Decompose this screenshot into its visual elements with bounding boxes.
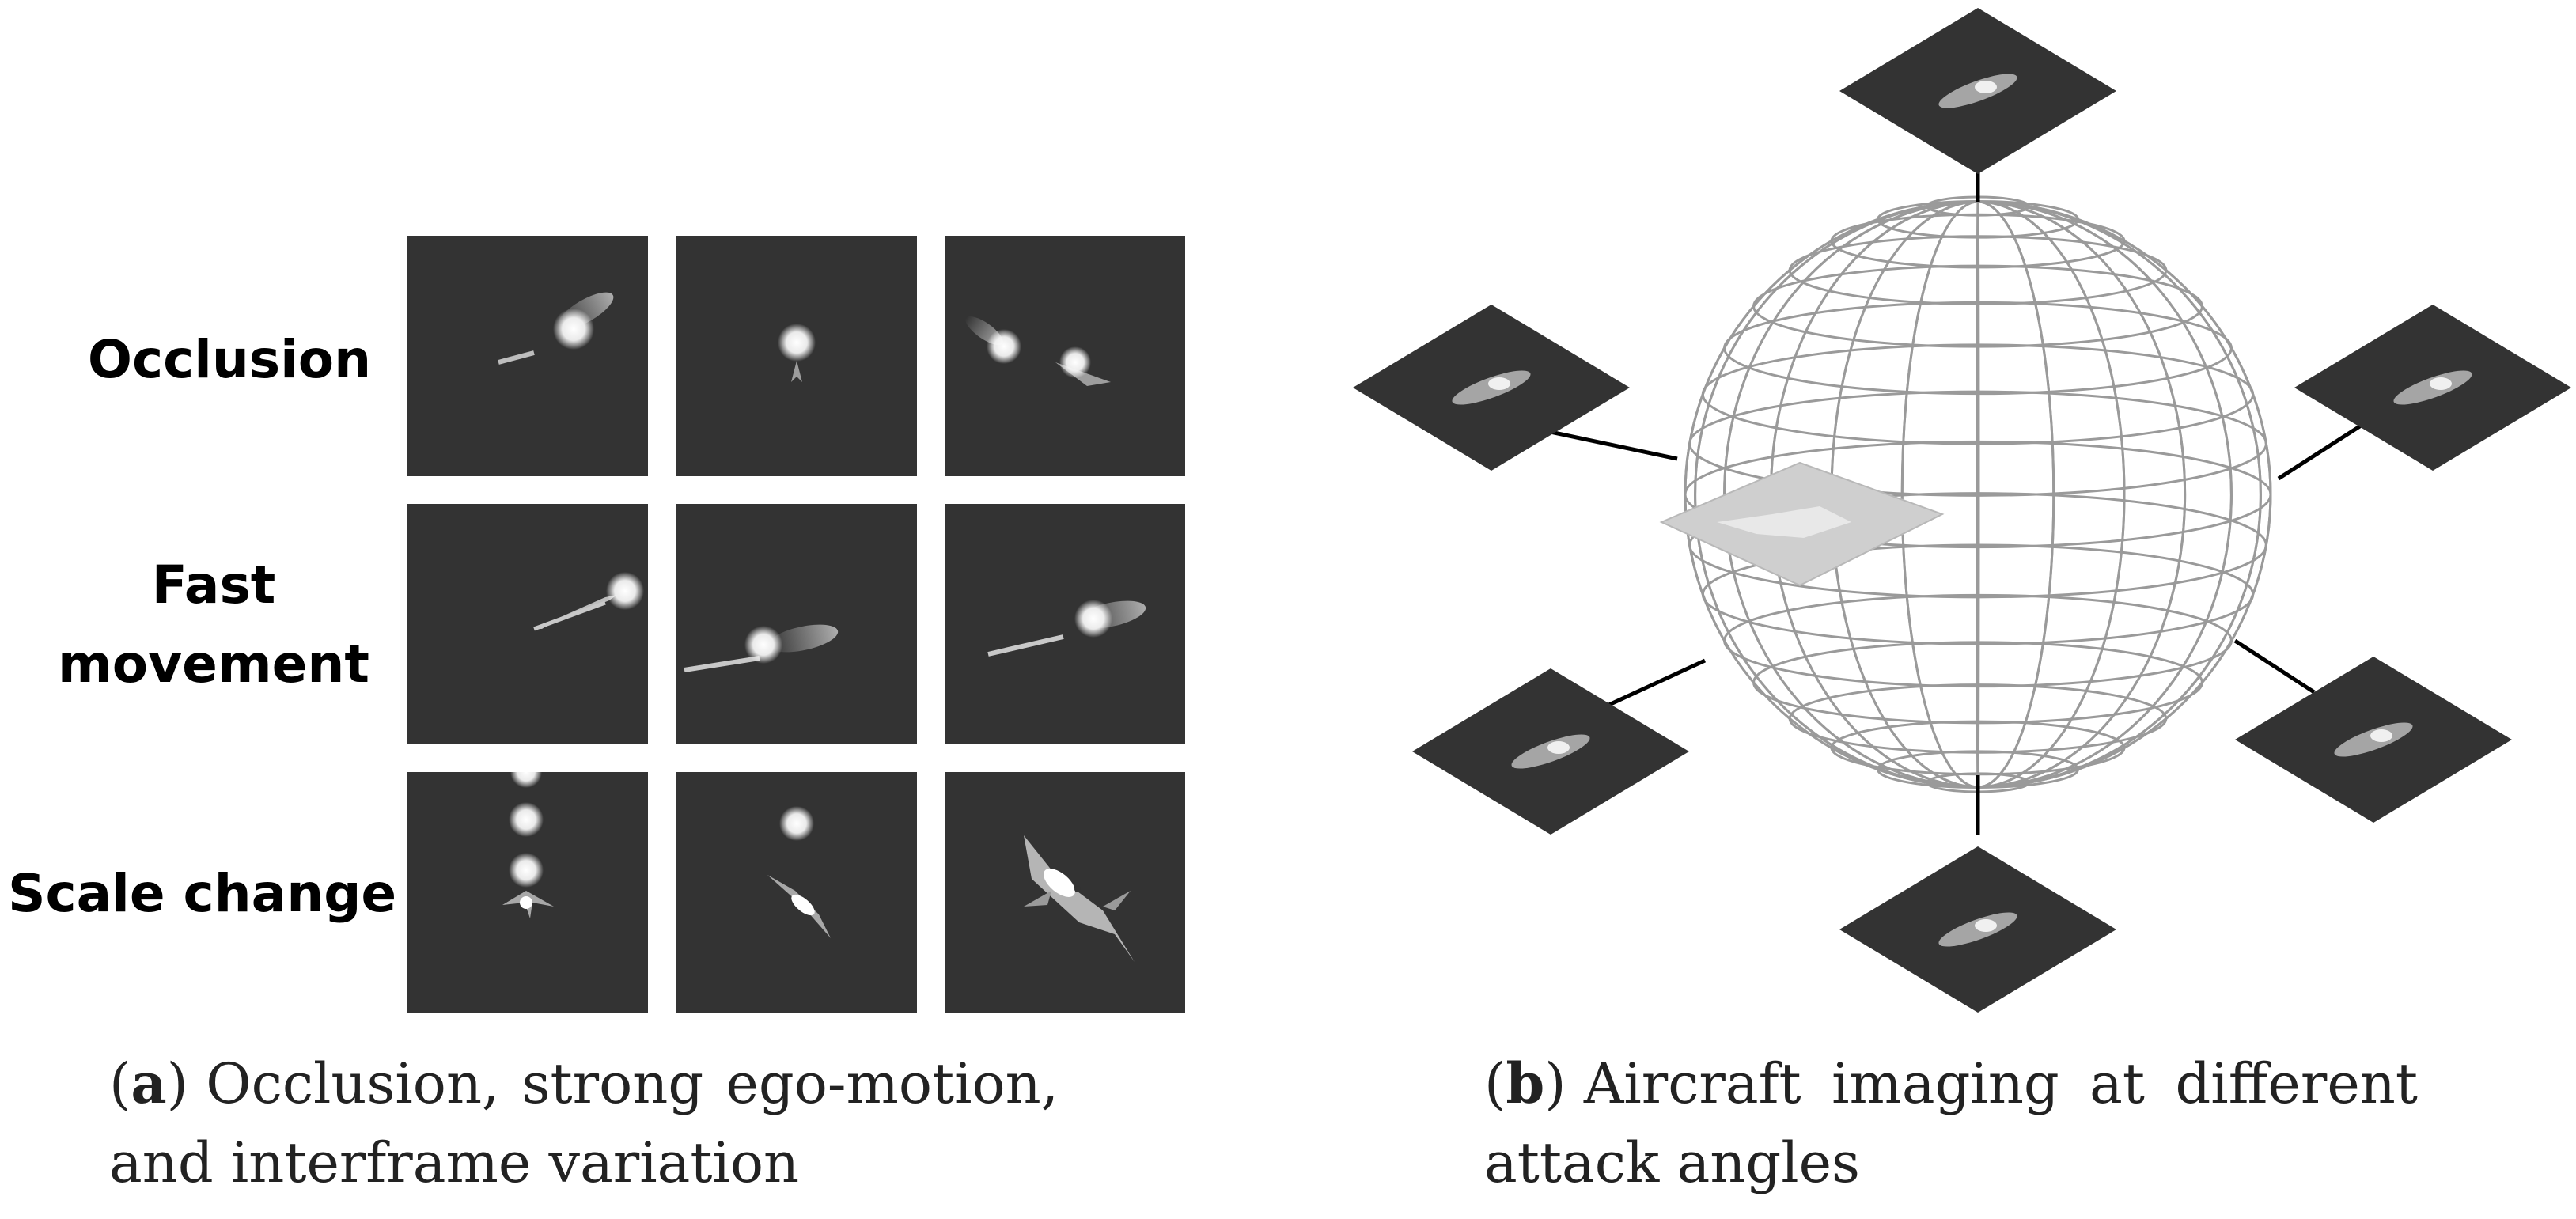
thumb-top <box>1839 8 2116 174</box>
aircraft-mark <box>684 656 760 672</box>
flare-mark <box>509 802 544 837</box>
tile-occlusion-1 <box>407 236 648 476</box>
sphere-diagram <box>1353 8 2571 1013</box>
flare-mark <box>778 324 816 362</box>
flare-mark <box>510 772 542 788</box>
flare-mark <box>509 853 544 888</box>
flare-mark <box>744 626 782 664</box>
flare-mark <box>553 309 594 350</box>
flare-mark <box>606 572 644 610</box>
tile-occlusion-2 <box>676 236 917 476</box>
connector-line <box>1601 658 1707 710</box>
flare-mark <box>779 806 814 841</box>
flare-mark <box>1074 600 1112 638</box>
center-plane-aircraft <box>1717 506 1851 538</box>
longitude-line <box>1976 200 1980 789</box>
tile-scale-2 <box>676 772 917 1013</box>
row-label-fast-movement: Fast movement <box>58 555 369 695</box>
row-label-occlusion: Occlusion <box>87 329 372 390</box>
aircraft-mark <box>498 350 535 365</box>
tile-fast-2 <box>676 504 917 744</box>
flare-mark <box>987 329 1021 364</box>
connector-line <box>1546 429 1678 461</box>
thumb-lower-right <box>2235 657 2512 823</box>
row-label-scale-change: Scale change <box>8 863 397 924</box>
tile-fast-1 <box>407 504 648 744</box>
thumb-upper-left <box>1353 305 1630 471</box>
connector-line <box>2233 638 2316 695</box>
tile-scale-3 <box>945 772 1185 1013</box>
tile-occlusion-3 <box>945 236 1185 476</box>
aircraft-mark <box>1024 835 1135 962</box>
thumb-lower-left <box>1412 668 1689 835</box>
thumb-bottom <box>1839 846 2116 1013</box>
caption-a: (a) Occlusion, strong ego-motion, and in… <box>109 1051 1059 1195</box>
caption-b: (b) Aircraft imaging at different attack… <box>1484 1051 2418 1195</box>
tile-fast-3 <box>945 504 1185 744</box>
flare-mark <box>1059 346 1091 378</box>
aircraft-mark <box>987 634 1064 657</box>
thumb-upper-right <box>2294 305 2571 471</box>
tile-scale-1 <box>407 772 648 1013</box>
